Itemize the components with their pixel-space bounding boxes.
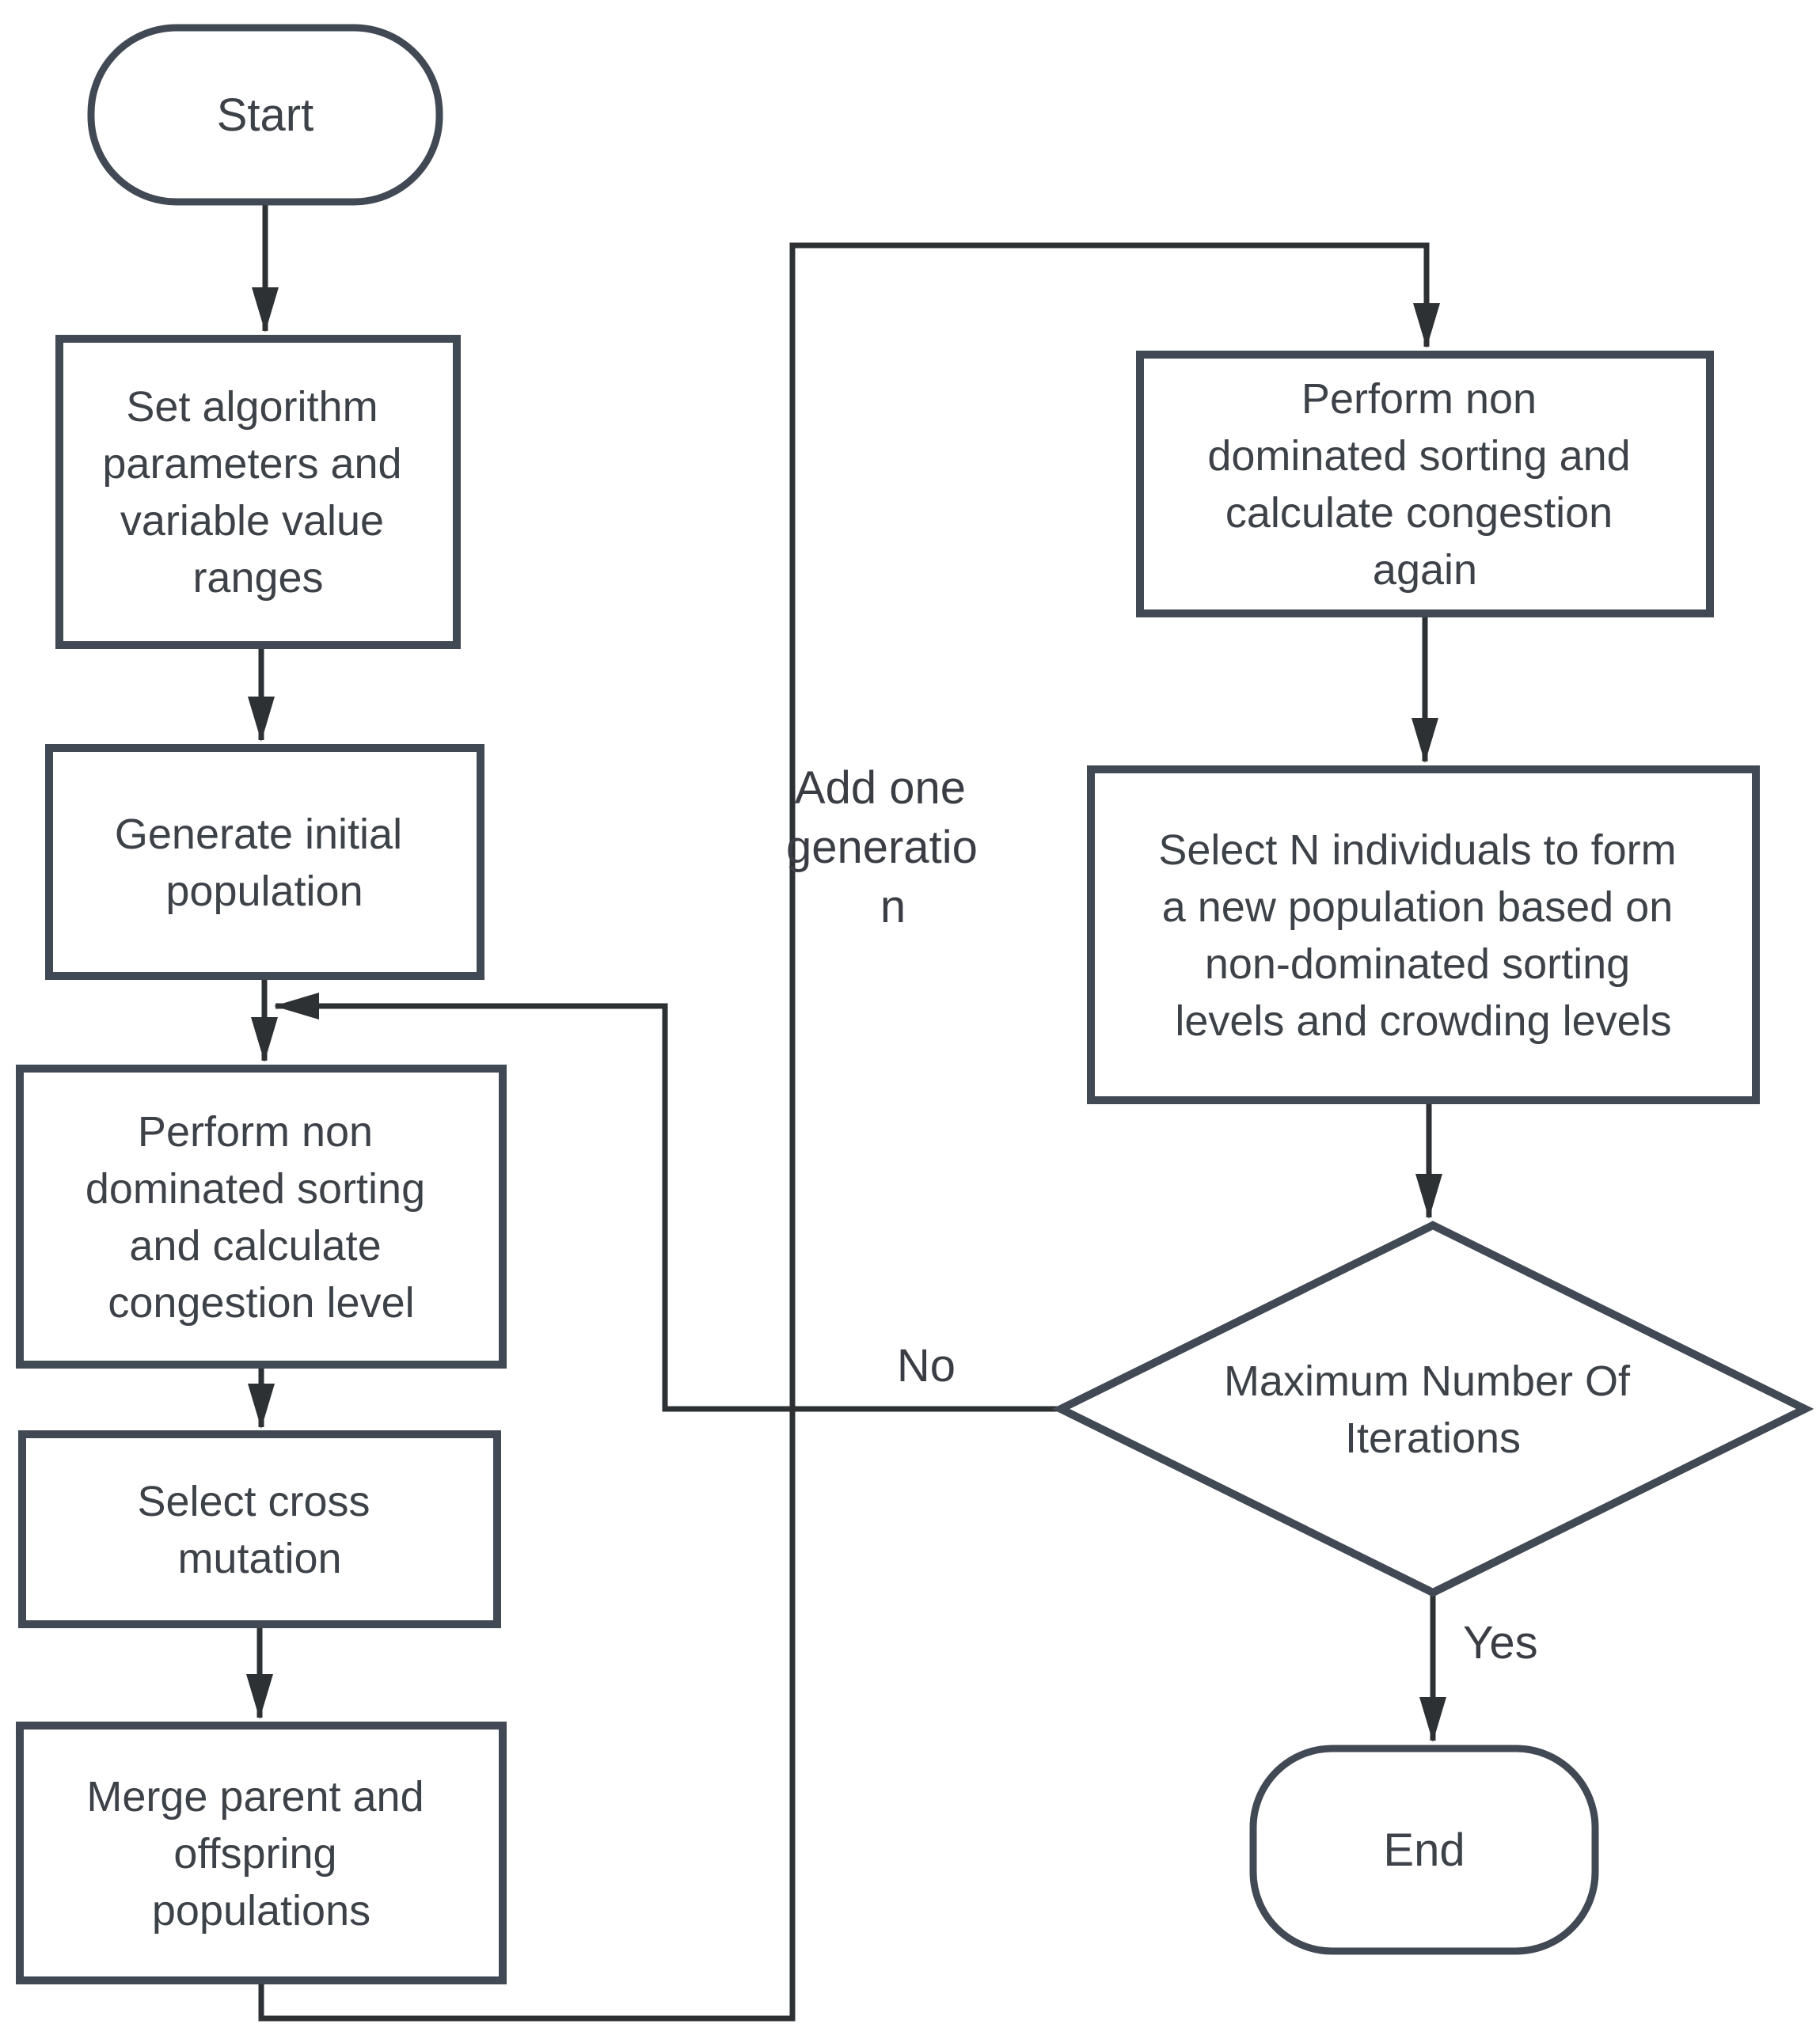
- edge-merge-loop-to-sort2: [258, 242, 1440, 2022]
- generate-process-shape: [45, 744, 484, 980]
- select-n-label: Select N individuals to form a new popul…: [1158, 826, 1688, 1045]
- sort2-process-shape: [1136, 351, 1714, 617]
- set-params-process-shape: [55, 335, 461, 649]
- node-sort2: Perform non dominated sorting and calcul…: [1136, 351, 1714, 617]
- cross-label: Select cross mutation: [137, 1478, 382, 1582]
- add-generation-label: Add one generatio n: [786, 762, 990, 932]
- node-select-n: Select N individuals to form a new popul…: [1087, 765, 1760, 1104]
- node-generate: Generate initial population: [45, 744, 484, 980]
- node-start: Start: [87, 24, 443, 206]
- node-sort1: Perform non dominated sorting and calcul…: [16, 1065, 507, 1369]
- sort1-process-shape: [16, 1065, 507, 1369]
- node-cross: Select cross mutation: [18, 1430, 501, 1628]
- edges: [246, 202, 1446, 2022]
- set-params-label: Set algorithm parameters and variable va…: [102, 383, 413, 602]
- edge-labels: Add one generatio n No Yes: [786, 762, 1538, 1669]
- node-merge: Merge parent and offspring populations: [16, 1722, 507, 1984]
- merge-label: Merge parent and offspring populations: [86, 1773, 435, 1935]
- edge-decision-no-return: [274, 993, 1061, 1412]
- end-terminator-shape: [1249, 1745, 1599, 1955]
- start-label: Start: [217, 89, 314, 141]
- sort2-label: Perform non dominated sorting and calcul…: [1207, 375, 1642, 594]
- start-terminator-shape: [87, 24, 443, 206]
- node-decision: Maximum Number Of Iterations: [1051, 1221, 1814, 1597]
- no-branch-label: No: [897, 1340, 956, 1392]
- end-label: End: [1383, 1824, 1465, 1876]
- yes-branch-label: Yes: [1463, 1617, 1538, 1669]
- generate-label: Generate initial population: [115, 811, 414, 915]
- decision-label: Maximum Number Of Iterations: [1224, 1357, 1642, 1462]
- cross-process-shape: [18, 1430, 501, 1628]
- node-end: End: [1249, 1745, 1599, 1955]
- select-n-process-shape: [1087, 765, 1760, 1104]
- decision-diamond-shape: [1051, 1221, 1814, 1597]
- merge-process-shape: [16, 1722, 507, 1984]
- sort1-label: Perform non dominated sorting and calcul…: [85, 1108, 437, 1327]
- node-set-params: Set algorithm parameters and variable va…: [55, 335, 461, 649]
